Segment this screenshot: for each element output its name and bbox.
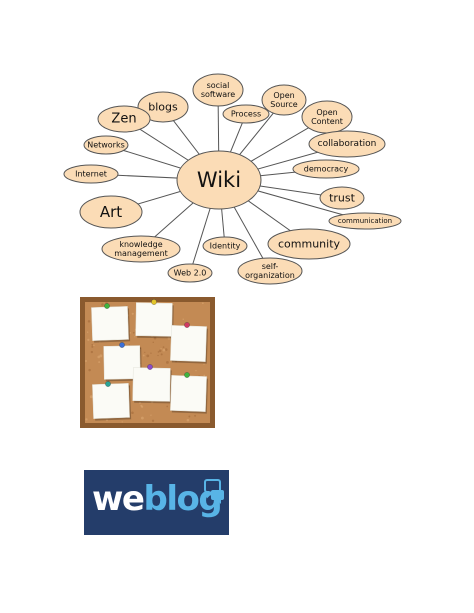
node-trust-bubble xyxy=(319,186,365,210)
node-collaboration-label: collaboration xyxy=(318,139,377,149)
node-self-organization-bubble xyxy=(237,257,303,285)
wiki-mind-map: socialsoftwareblogsOpenSourceOpenContent… xyxy=(63,73,402,285)
node-open-source-label: Source xyxy=(270,100,298,109)
node-blogs-bubble xyxy=(137,91,189,123)
sticky-note xyxy=(170,325,209,364)
node-open-content-label: Open xyxy=(316,108,337,117)
node-web-2-0-bubble xyxy=(167,263,213,283)
sticky-note xyxy=(103,345,142,382)
node-knowledge-management-label: knowledge xyxy=(119,240,162,249)
node-internet: Internet xyxy=(63,164,119,184)
node-process-label: Process xyxy=(231,110,261,119)
node-networks-label: Networks xyxy=(87,141,125,150)
node-social-software-label: social xyxy=(207,81,230,90)
node-open-source-bubble xyxy=(261,84,307,116)
node-self-organization-label: self- xyxy=(262,262,279,271)
weblog-blog-text: blog xyxy=(143,479,222,519)
push-pin-icon xyxy=(105,381,111,387)
node-communication-bubble xyxy=(328,212,402,230)
node-process: Process xyxy=(222,104,270,124)
node-web-2-0-label: Web 2.0 xyxy=(174,269,207,278)
node-collaboration: collaboration xyxy=(308,130,386,158)
node-communication: communication xyxy=(328,212,402,230)
weblog-we-text: we xyxy=(92,479,145,519)
node-identity-label: Identity xyxy=(210,242,241,251)
node-social-software-bubble xyxy=(192,73,244,107)
speech-bubbles-icon xyxy=(204,479,224,504)
node-networks: Networks xyxy=(83,135,129,155)
node-blogs: blogs xyxy=(137,91,189,123)
push-pin-icon xyxy=(184,322,190,328)
node-trust: trust xyxy=(319,186,365,210)
node-wiki-center: Wiki xyxy=(176,150,262,210)
node-process-bubble xyxy=(222,104,270,124)
node-communication-label: communication xyxy=(338,217,392,225)
node-wiki-center-bubble xyxy=(176,150,262,210)
node-community-bubble xyxy=(267,228,351,260)
node-community-label: community xyxy=(278,238,341,251)
node-internet-label: Internet xyxy=(75,170,107,179)
node-knowledge-management-label: management xyxy=(114,249,168,258)
node-art: Art xyxy=(79,195,143,229)
sticky-note xyxy=(92,383,132,421)
node-democracy-bubble xyxy=(292,159,360,179)
sticky-note xyxy=(135,302,174,339)
node-community: community xyxy=(267,228,351,260)
node-art-bubble xyxy=(79,195,143,229)
node-democracy: democracy xyxy=(292,159,360,179)
weblog-logo: weblog xyxy=(84,470,229,535)
node-zen-bubble xyxy=(97,105,151,133)
sticky-notes xyxy=(91,299,209,421)
wiki-nodes: socialsoftwareblogsOpenSourceOpenContent… xyxy=(63,73,402,285)
node-open-source-label: Open xyxy=(273,91,294,100)
push-pin-icon xyxy=(119,342,125,348)
node-zen-label: Zen xyxy=(111,112,136,127)
sticky-note xyxy=(132,367,172,404)
weblog-wordmark: weblog xyxy=(92,479,223,519)
node-internet-bubble xyxy=(63,164,119,184)
sticky-note xyxy=(170,375,209,414)
node-democracy-label: democracy xyxy=(304,165,349,174)
node-collaboration-bubble xyxy=(308,130,386,158)
node-identity-bubble xyxy=(202,236,248,256)
node-blogs-label: blogs xyxy=(148,101,178,114)
node-knowledge-management-bubble xyxy=(101,235,181,263)
node-art-label: Art xyxy=(100,203,122,221)
node-wiki-center-label: Wiki xyxy=(197,168,241,192)
node-self-organization-label: organization xyxy=(245,271,295,280)
node-social-software-label: software xyxy=(201,90,235,99)
node-identity: Identity xyxy=(202,236,248,256)
node-open-content-label: Content xyxy=(311,117,343,126)
node-networks-bubble xyxy=(83,135,129,155)
node-self-organization: self-organization xyxy=(237,257,303,285)
push-pin-icon xyxy=(147,364,153,370)
push-pin-icon xyxy=(184,372,190,378)
node-zen: Zen xyxy=(97,105,151,133)
node-web-2-0: Web 2.0 xyxy=(167,263,213,283)
push-pin-icon xyxy=(104,303,110,309)
node-trust-label: trust xyxy=(329,192,356,205)
push-pin-icon xyxy=(151,299,157,305)
corkboard-image xyxy=(80,297,215,428)
sticky-note xyxy=(91,306,131,343)
